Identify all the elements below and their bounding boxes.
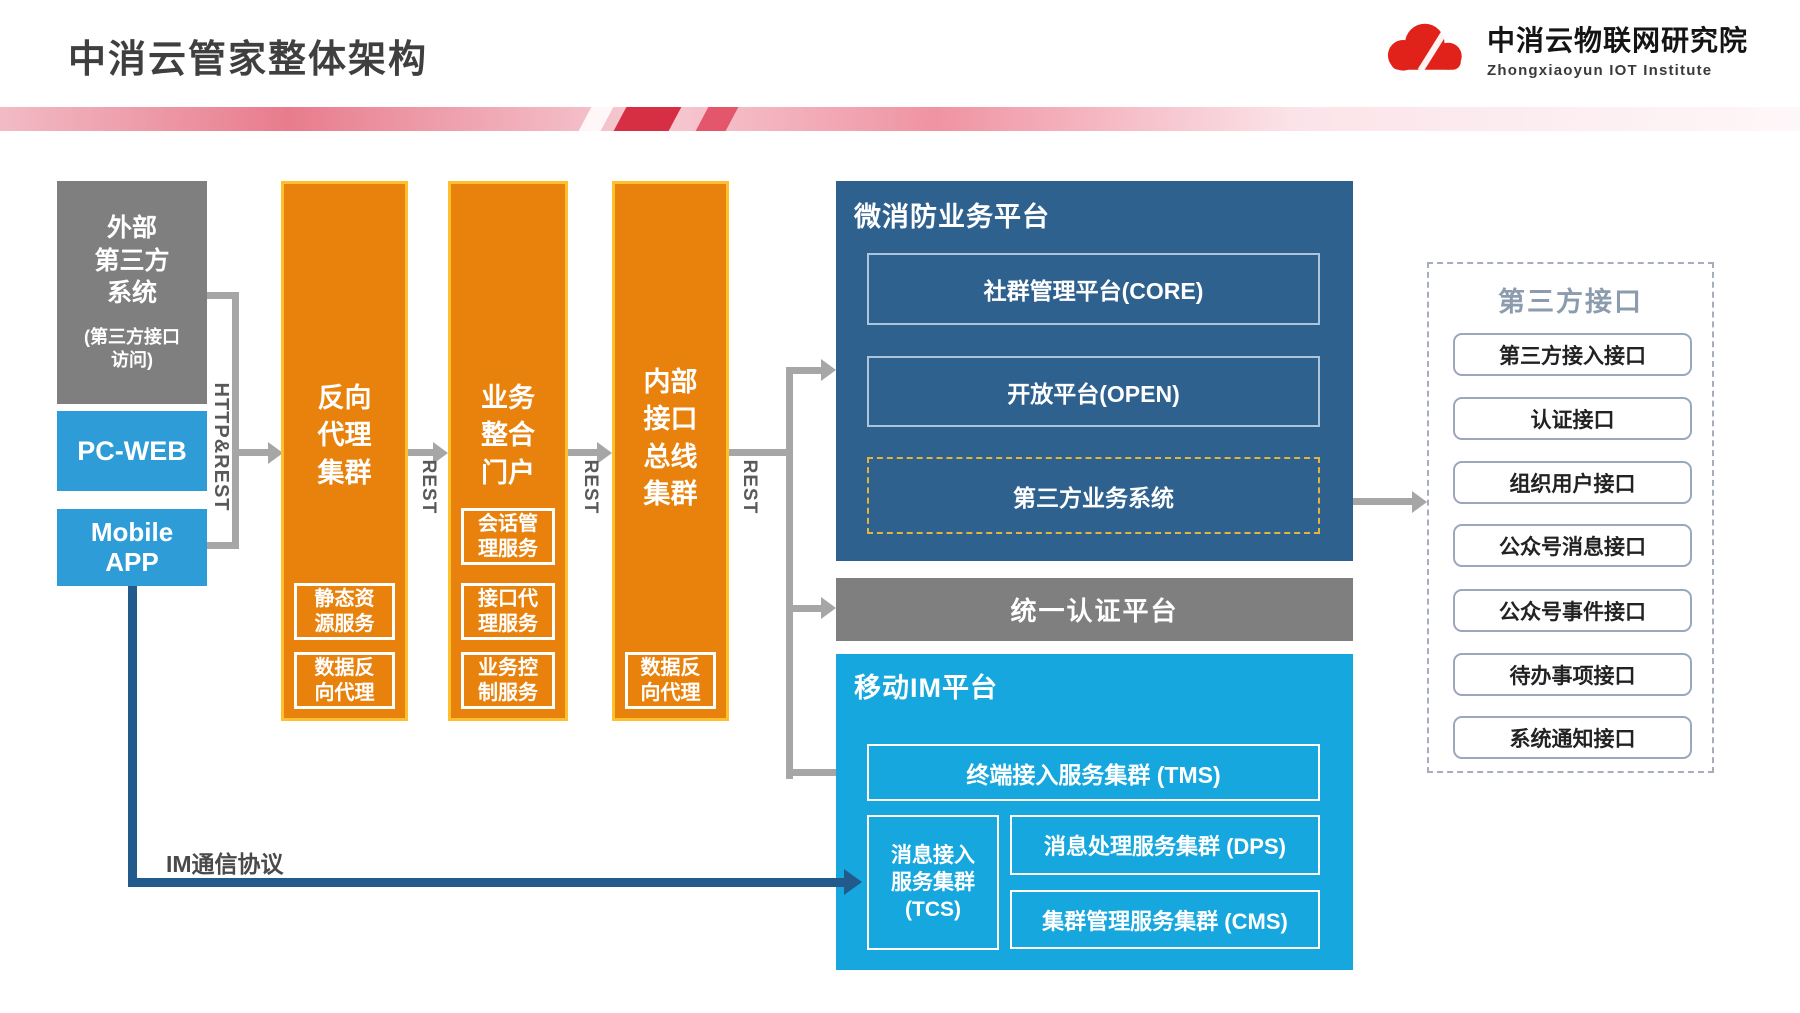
external-system-box: 外部 第三方 系统 (第三方接口 访问) — [57, 181, 207, 404]
third-party-item: 系统通知接口 — [1453, 716, 1692, 759]
clients-merge-stub-bottom — [207, 542, 239, 549]
http-rest-label: HTTP&REST — [210, 382, 232, 512]
internal-bus-pillar: 内部 接口 总线 集群 数据反 向代理 — [612, 181, 729, 721]
arrow-to-im-platform-line — [786, 769, 850, 776]
static-resource-service-box: 静态资 源服务 — [294, 583, 395, 640]
tms-box: 终端接入服务集群 (TMS) — [867, 744, 1320, 801]
im-protocol-arrow-vline — [128, 586, 137, 887]
arrow-fire-to-thirdparty-head — [1412, 491, 1427, 513]
header-ribbon — [0, 107, 1800, 131]
open-module-box: 开放平台(OPEN) — [867, 356, 1320, 427]
im-protocol-arrow-hline — [128, 878, 846, 887]
arrow-portal-to-bus-head — [597, 442, 612, 464]
arrow-to-auth-platform-line — [786, 605, 823, 612]
internal-bus-title: 内部 接口 总线 集群 — [643, 367, 698, 509]
third-party-item: 公众号消息接口 — [1453, 524, 1692, 567]
im-protocol-arrow-head — [844, 869, 862, 895]
third-party-item: 公众号事件接口 — [1453, 589, 1692, 632]
arrow-proxy-to-portal-head — [433, 442, 448, 464]
brand-name: 中消云物联网研究院 — [1486, 25, 1748, 56]
auth-platform: 统一认证平台 — [836, 578, 1353, 641]
rest-label-1: REST — [418, 459, 439, 515]
arrow-clients-to-proxy-line — [232, 449, 268, 456]
pc-web-label: PC-WEB — [77, 435, 187, 466]
pc-web-box: PC-WEB — [57, 411, 207, 491]
data-reverse-proxy-service-box: 数据反 向代理 — [294, 652, 395, 709]
mobile-app-box: Mobile APP — [57, 509, 207, 586]
tcs-box: 消息接入 服务集群 (TCS) — [867, 815, 999, 950]
arrow-to-auth-platform-head — [821, 597, 836, 619]
rest-label-2: REST — [580, 459, 601, 515]
fire-platform-title: 微消防业务平台 — [854, 202, 1050, 232]
cloud-logo-icon — [1369, 16, 1477, 82]
external-system-note: (第三方接口 访问) — [84, 326, 180, 371]
third-party-item: 第三方接入接口 — [1453, 333, 1692, 376]
arrow-proxy-to-portal-line — [408, 449, 433, 456]
arrow-portal-to-bus-line — [568, 449, 597, 456]
interface-proxy-service-box: 接口代 理服务 — [461, 583, 555, 640]
auth-platform-title: 统一认证平台 — [1010, 596, 1179, 626]
third-party-item: 组织用户接口 — [1453, 461, 1692, 504]
im-platform-title: 移动IM平台 — [854, 673, 998, 703]
arrow-fire-to-thirdparty-line — [1353, 498, 1414, 505]
ribbon-accent-light — [578, 107, 614, 131]
rest-label-3: REST — [739, 459, 760, 515]
portal-pillar: 业务 整合 门户 会话管 理服务 接口代 理服务 业务控 制服务 — [448, 181, 568, 721]
im-protocol-label: IM通信协议 — [166, 851, 284, 877]
arrow-clients-to-proxy-head — [268, 442, 283, 464]
cms-box: 集群管理服务集群 (CMS) — [1010, 890, 1320, 949]
page-title: 中消云管家整体架构 — [68, 39, 429, 81]
third-party-title: 第三方接口 — [1498, 287, 1643, 317]
third-party-system-box: 第三方业务系统 — [867, 457, 1320, 534]
core-module-box: 社群管理平台(CORE) — [867, 253, 1320, 325]
im-platform: 移动IM平台 终端接入服务集群 (TMS) 消息接入 服务集群 (TCS) 消息… — [836, 654, 1353, 970]
reverse-proxy-title: 反向 代理 集群 — [317, 383, 372, 488]
arrow-to-fire-platform-line — [786, 367, 823, 374]
clients-merge-vline — [232, 292, 239, 549]
fire-platform: 微消防业务平台 社群管理平台(CORE) 开放平台(OPEN) 第三方业务系统 — [836, 181, 1353, 561]
data-reverse-proxy-service-box-2: 数据反 向代理 — [625, 652, 716, 709]
third-party-panel: 第三方接口 第三方接入接口 认证接口 组织用户接口 公众号消息接口 公众号事件接… — [1427, 262, 1714, 773]
dps-box: 消息处理服务集群 (DPS) — [1010, 815, 1320, 875]
portal-title: 业务 整合 门户 — [481, 383, 535, 488]
mobile-app-label: Mobile APP — [90, 516, 174, 577]
arrow-to-fire-platform-head — [821, 359, 836, 381]
business-control-service-box: 业务控 制服务 — [461, 652, 555, 709]
bus-branch-vline — [786, 367, 793, 779]
reverse-proxy-pillar: 反向 代理 集群 静态资 源服务 数据反 向代理 — [281, 181, 408, 721]
third-party-item: 认证接口 — [1453, 397, 1692, 440]
clients-merge-stub-top — [207, 292, 239, 299]
ribbon-accent-mid — [695, 107, 739, 131]
third-party-item: 待办事项接口 — [1453, 653, 1692, 696]
brand-logo: 中消云物联网研究院 Zhongxiaoyun IOT Institute — [1369, 16, 1748, 82]
bus-branch-out-line — [729, 449, 793, 456]
external-system-title: 外部 第三方 系统 — [94, 214, 170, 308]
session-mgmt-service-box: 会话管 理服务 — [461, 508, 555, 565]
ribbon-accent-dark — [613, 107, 682, 131]
brand-subtitle: Zhongxiaoyun IOT Institute — [1486, 62, 1713, 79]
